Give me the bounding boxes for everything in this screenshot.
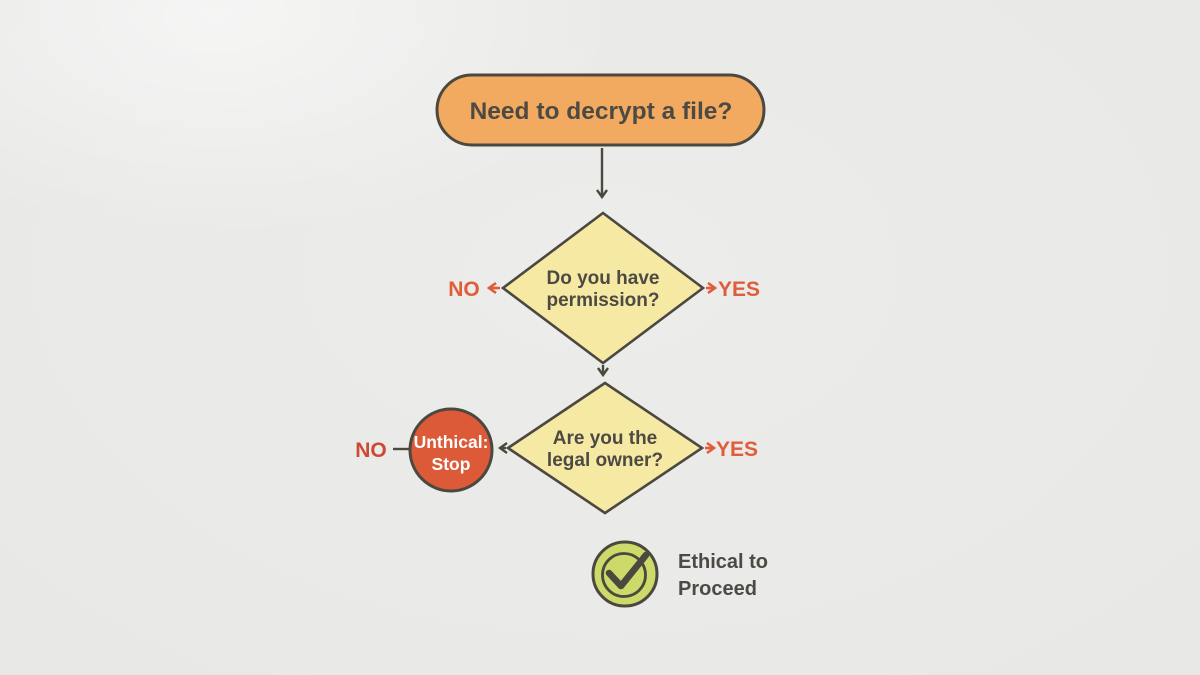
decision-permission-shape [500, 211, 706, 365]
proceed-label-line2: Proceed [678, 578, 757, 600]
decision-permission-label-line2: permission? [547, 290, 660, 311]
decision-permission-node: Do you have permission? [500, 211, 706, 365]
owner-yes-label: YES [716, 438, 758, 461]
decision-owner-label-line1: Are you the [553, 428, 658, 449]
stop-node: Unthical: Stop [408, 407, 494, 493]
stop-node-label-line1: Unthical: [414, 432, 489, 452]
decision-owner-label-line2: legal owner? [547, 450, 663, 471]
stop-node-label-line2: Stop [432, 454, 471, 474]
proceed-node: Ethical to Proceed [591, 540, 768, 608]
stop-node-shape [408, 407, 494, 493]
decision-owner-shape [505, 381, 705, 515]
check-icon [591, 540, 659, 608]
permission-yes-label: YES [718, 278, 760, 301]
proceed-label-line1: Ethical to [678, 551, 768, 573]
permission-no-label: NO [448, 278, 480, 301]
decision-permission-label-line1: Do you have [547, 268, 660, 289]
start-node: Need to decrypt a file? [435, 73, 766, 147]
start-node-label: Need to decrypt a file? [470, 98, 733, 125]
start-node-shape [435, 73, 766, 147]
owner-no-label: NO [355, 439, 387, 462]
decision-owner-node: Are you the legal owner? [505, 381, 705, 515]
